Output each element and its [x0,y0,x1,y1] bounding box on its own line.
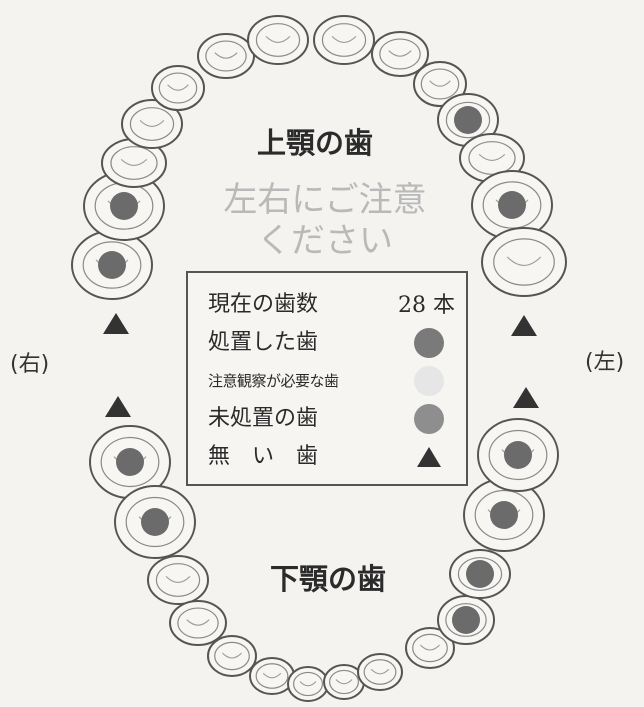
legend-box: 現在の歯数 28 本 処置した歯 注意観察が必要な歯 未処置の歯 無 い 歯 [186,271,468,486]
upper-right-lateral-tooth [197,33,255,79]
upper-right-canine-tooth [151,65,205,111]
lower-left-canine-tooth [405,627,455,669]
lower-left-premolar-2-marker-dot [466,560,494,588]
upper-left-premolar-1-marker-dot [454,106,482,134]
upper-jaw-label: 上顎の歯 [257,126,374,160]
side-right-label: (右) [10,352,50,377]
missing-upper-left-triangle [511,315,537,336]
lower-jaw-label: 下顎の歯 [270,562,387,596]
current-teeth-label: 現在の歯数 [208,292,319,317]
lower-right-premolar-2-tooth [147,555,209,605]
missing-triangle-icon [417,442,447,472]
untreated-dot-icon [414,404,444,434]
lower-right-central-tooth [287,666,329,702]
missing-lower-left-triangle [513,387,539,408]
lower-left-premolar-1-marker-dot [452,606,480,634]
current-teeth-count: 28 本 [398,293,455,318]
lower-left-molar-1-marker-dot [504,441,532,469]
untreated-label: 未処置の歯 [208,406,319,431]
treated-dot-icon [414,328,444,358]
missing-upper-right-triangle [103,313,129,334]
upper-left-central-tooth [313,15,375,65]
upper-left-molar-2-tooth [481,227,567,297]
lower-left-molar-2-marker-dot [490,501,518,529]
caution-line-2: ください [257,221,393,261]
upper-left-canine-tooth [413,61,467,107]
missing-label: 無 い 歯 [208,444,319,469]
missing-lower-right-triangle [105,396,131,417]
upper-left-lateral-tooth [371,31,429,77]
upper-right-central-tooth [247,15,309,65]
upper-right-premolar-1-tooth [121,99,183,149]
lower-right-molar-1-marker-dot [116,448,144,476]
observation-dot-icon [414,366,444,396]
caution-line-1: 左右にご注意 [223,180,427,220]
lower-right-lateral-tooth [249,657,295,695]
lower-right-premolar-1-tooth [169,600,227,646]
upper-right-premolar-2-tooth [101,138,167,188]
observation-label: 注意観察が必要な歯 [208,372,339,390]
lower-left-lateral-tooth [357,653,403,691]
upper-left-molar-1-marker-dot [498,191,526,219]
lower-right-molar-2-marker-dot [141,508,169,536]
lower-left-central-tooth [323,664,365,700]
upper-right-molar-2-marker-dot [98,251,126,279]
upper-left-premolar-2-tooth [459,133,525,183]
treated-label: 処置した歯 [208,330,319,355]
upper-right-molar-1-marker-dot [110,192,138,220]
lower-right-canine-tooth [207,635,257,677]
side-left-label: (左) [585,350,625,375]
